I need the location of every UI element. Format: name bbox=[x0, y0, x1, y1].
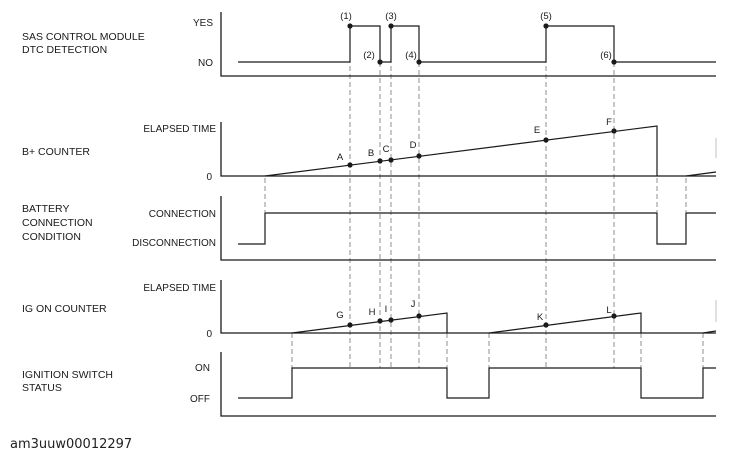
sas-dtc-event-markers bbox=[347, 23, 617, 65]
igon-label-i: I bbox=[385, 304, 388, 315]
bplus-point-d bbox=[416, 153, 422, 159]
event-label-5: (5) bbox=[540, 11, 552, 22]
ignition-panel: IGNITION SWITCH STATUS ON OFF bbox=[22, 352, 716, 417]
battery-label-line-1: BATTERY bbox=[22, 203, 69, 215]
igon-point-k bbox=[543, 322, 549, 328]
sas-dtc-axis bbox=[220, 12, 716, 77]
bplus-point-e bbox=[543, 137, 549, 143]
igon-label-g: G bbox=[336, 310, 343, 321]
bplus-label-e: E bbox=[534, 125, 540, 136]
event-label-1: (1) bbox=[340, 11, 352, 22]
igon-axis bbox=[220, 280, 716, 334]
igon-label-h: H bbox=[369, 307, 376, 318]
battery-label-line-2: CONNECTION bbox=[22, 217, 93, 229]
ignition-tick-off: OFF bbox=[190, 394, 210, 405]
igon-ramp-3 bbox=[702, 330, 717, 334]
bplus-ramp-restart bbox=[685, 171, 717, 177]
event-marker-6 bbox=[611, 59, 617, 65]
battery-tick-disconnection: DISCONNECTION bbox=[132, 238, 216, 249]
battery-tick-connection: CONNECTION bbox=[149, 209, 216, 220]
battery-axis bbox=[220, 196, 716, 261]
igon-counter-panel: IG ON COUNTER ELAPSED TIME 0 G H I J K L bbox=[22, 280, 717, 340]
sas-dtc-tick-no: NO bbox=[198, 58, 213, 69]
igon-tick-zero: 0 bbox=[206, 329, 212, 340]
igon-label-j: J bbox=[411, 299, 416, 310]
sas-dtc-tick-yes: YES bbox=[193, 18, 213, 29]
sas-dtc-signal bbox=[238, 25, 716, 63]
bplus-label-a: A bbox=[337, 152, 344, 163]
bplus-ramp bbox=[264, 125, 658, 177]
bplus-counter-label: B+ COUNTER bbox=[22, 146, 90, 158]
event-marker-1 bbox=[347, 23, 353, 29]
battery-panel: BATTERY CONNECTION CONDITION CONNECTION … bbox=[22, 196, 716, 261]
ignition-label-line-2: STATUS bbox=[22, 382, 62, 394]
ignition-label-line-1: IGNITION SWITCH bbox=[22, 369, 113, 381]
event-marker-4 bbox=[416, 59, 422, 65]
bplus-counter-panel: B+ COUNTER ELAPSED TIME 0 A B C D E F bbox=[22, 117, 717, 183]
bplus-label-f: F bbox=[606, 117, 612, 128]
event-label-3: (3) bbox=[385, 11, 397, 22]
guide-lines bbox=[264, 26, 704, 368]
event-label-4: (4) bbox=[405, 50, 417, 61]
igon-point-g bbox=[347, 322, 353, 328]
event-label-6: (6) bbox=[600, 50, 612, 61]
battery-signal bbox=[238, 212, 716, 245]
bplus-axis bbox=[220, 122, 716, 177]
bplus-point-f bbox=[611, 128, 617, 134]
igon-ramp-2 bbox=[488, 312, 642, 334]
igon-tick-elapsed-time: ELAPSED TIME bbox=[143, 283, 216, 294]
ignition-tick-on: ON bbox=[195, 363, 210, 374]
igon-counter-label: IG ON COUNTER bbox=[22, 303, 107, 315]
igon-points bbox=[347, 313, 617, 328]
bplus-points bbox=[347, 128, 617, 168]
bplus-point-a bbox=[347, 162, 353, 168]
battery-label-line-3: CONDITION bbox=[22, 231, 81, 243]
event-label-2: (2) bbox=[363, 50, 375, 61]
igon-point-h bbox=[377, 318, 383, 324]
bplus-point-c bbox=[388, 157, 394, 163]
bplus-tick-elapsed-time: ELAPSED TIME bbox=[143, 124, 216, 135]
bplus-label-b: B bbox=[368, 148, 374, 159]
igon-point-j bbox=[416, 313, 422, 319]
ignition-axis bbox=[220, 352, 716, 417]
sas-dtc-label-line-2: DTC DETECTION bbox=[22, 44, 107, 56]
bplus-tick-zero: 0 bbox=[206, 172, 212, 183]
igon-point-l bbox=[611, 313, 617, 319]
igon-point-i bbox=[388, 317, 394, 323]
sas-dtc-label-line-1: SAS CONTROL MODULE bbox=[22, 31, 145, 43]
event-marker-3 bbox=[388, 23, 394, 29]
event-marker-5 bbox=[543, 23, 549, 29]
sas-dtc-panel: SAS CONTROL MODULE DTC DETECTION YES NO … bbox=[22, 11, 716, 77]
bplus-point-b bbox=[377, 158, 383, 164]
bplus-label-c: C bbox=[383, 144, 390, 155]
igon-label-l: L bbox=[606, 305, 611, 316]
ignition-signal bbox=[238, 367, 716, 399]
document-id: am3uuw00012297 bbox=[10, 437, 133, 452]
event-marker-2 bbox=[377, 59, 383, 65]
bplus-label-d: D bbox=[410, 140, 417, 151]
igon-label-k: K bbox=[537, 312, 544, 323]
igon-ramp-1 bbox=[291, 312, 448, 334]
